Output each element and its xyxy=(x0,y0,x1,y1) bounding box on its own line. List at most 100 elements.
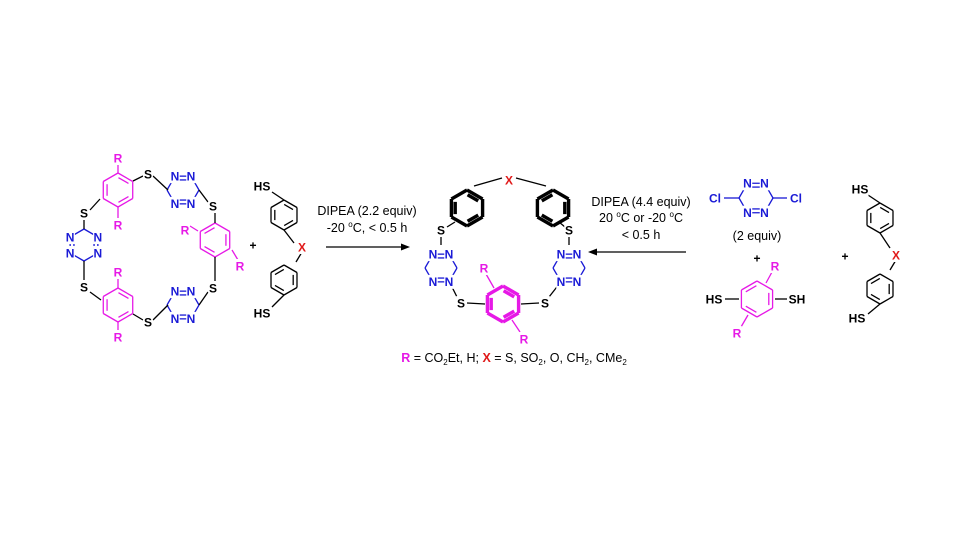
atom-label-x-56: X xyxy=(892,248,900,262)
atom-mask xyxy=(79,280,89,294)
bond-86 xyxy=(283,264,298,274)
atom-mask xyxy=(742,205,753,220)
atom-label-n-4: N xyxy=(66,246,75,260)
atom-mask xyxy=(65,246,75,260)
atom-label-cl-43: Cl xyxy=(709,191,721,205)
bond-145 xyxy=(511,319,521,333)
atom-mask xyxy=(143,315,153,329)
bond-166 xyxy=(740,314,749,328)
bond-134 xyxy=(502,309,516,319)
atom-mask xyxy=(759,176,770,191)
atom-mask xyxy=(456,296,466,310)
bond-84 xyxy=(270,264,285,274)
bond-185 xyxy=(870,277,881,285)
right-condition-reagent: DIPEA (4.4 equiv) xyxy=(591,195,690,209)
bond-142 xyxy=(466,302,486,305)
atom-mask xyxy=(93,246,103,260)
bond-96 xyxy=(466,193,480,203)
bond-13 xyxy=(199,222,216,233)
atom-label-n-11: N xyxy=(187,284,196,298)
bond-91 xyxy=(450,215,468,228)
bond-138 xyxy=(486,284,504,297)
bond-160 xyxy=(741,280,758,291)
atom-mask xyxy=(479,261,489,275)
bond-2 xyxy=(102,197,119,208)
atom-mask xyxy=(428,274,438,289)
bond-61 xyxy=(89,198,101,211)
bond-7 xyxy=(118,177,129,184)
atom-label-n-6: N xyxy=(94,230,103,244)
atom-mask xyxy=(208,281,218,295)
atom-label-n-38: N xyxy=(573,247,582,261)
bond-67 xyxy=(132,313,144,321)
atom-label-r-51: R xyxy=(733,326,742,340)
bond-139 xyxy=(502,284,520,297)
bond-161 xyxy=(745,285,757,293)
bond-178 xyxy=(867,194,881,204)
atom-mask xyxy=(253,179,271,193)
bond-66 xyxy=(198,291,209,306)
atom-label-plus-49: + xyxy=(753,251,760,265)
atom-mask xyxy=(556,274,566,289)
atom-label-n-8: N xyxy=(187,312,196,326)
atom-label-hs-25: HS xyxy=(254,179,271,193)
atom-mask xyxy=(851,182,869,196)
atom-mask xyxy=(572,247,582,262)
bond-6 xyxy=(117,172,134,183)
bond-25 xyxy=(118,292,129,299)
atom-mask xyxy=(297,240,307,254)
atom-mask xyxy=(170,284,180,299)
atom-mask xyxy=(519,332,529,346)
atom-mask xyxy=(248,238,258,252)
atom-label-r-14: R xyxy=(181,223,190,237)
atom-label-hs-57: HS xyxy=(849,311,866,325)
atom-mask xyxy=(186,196,196,211)
atom-label-s-19: S xyxy=(209,199,217,213)
bond-140 xyxy=(502,289,516,299)
atom-mask xyxy=(113,330,123,344)
atom-label-n-46: N xyxy=(743,206,752,220)
atom-mask xyxy=(113,218,123,232)
bond-78 xyxy=(271,191,285,201)
bond-104 xyxy=(540,193,554,203)
atom-mask xyxy=(742,176,753,191)
bond-135 xyxy=(486,311,504,324)
atom-mask xyxy=(186,169,196,184)
bond-144 xyxy=(485,273,495,289)
atom-mask xyxy=(787,191,805,205)
right-condition-temperature: 20 oC or -20 oC xyxy=(599,210,683,225)
atom-label-n-5: N xyxy=(66,230,75,244)
bond-190 xyxy=(867,303,881,315)
atom-label-s-18: S xyxy=(144,167,152,181)
bond-57 xyxy=(132,175,144,182)
atom-label-hs-55: HS xyxy=(852,182,869,196)
atom-label-n-10: N xyxy=(171,284,180,298)
atom-label-n-9: N xyxy=(171,312,180,326)
atom-label-r-15: R xyxy=(236,259,245,273)
atom-mask xyxy=(170,311,180,326)
bond-76 xyxy=(283,221,298,231)
bond-58 xyxy=(152,175,169,191)
bond-14 xyxy=(204,227,215,234)
bond-81 xyxy=(270,286,285,296)
bond-110 xyxy=(515,177,547,187)
atom-mask xyxy=(572,274,582,289)
bond-186 xyxy=(879,273,894,283)
bond-lines xyxy=(69,162,897,333)
bond-101 xyxy=(540,213,554,223)
atom-label-n-2: N xyxy=(171,169,180,183)
bond-19 xyxy=(118,311,129,318)
atom-label-n-36: N xyxy=(557,275,566,289)
bond-176 xyxy=(879,224,894,234)
bond-95 xyxy=(466,188,484,201)
atom-label-s-29: S xyxy=(437,223,445,237)
bond-89 xyxy=(283,286,298,296)
bond-109 xyxy=(473,177,503,187)
atom-mask xyxy=(235,259,245,273)
bond-53 xyxy=(189,225,199,232)
atom-label-plus-24: + xyxy=(249,238,256,252)
bond-181 xyxy=(866,295,881,305)
atom-mask xyxy=(113,151,123,165)
atom-mask xyxy=(732,326,742,340)
